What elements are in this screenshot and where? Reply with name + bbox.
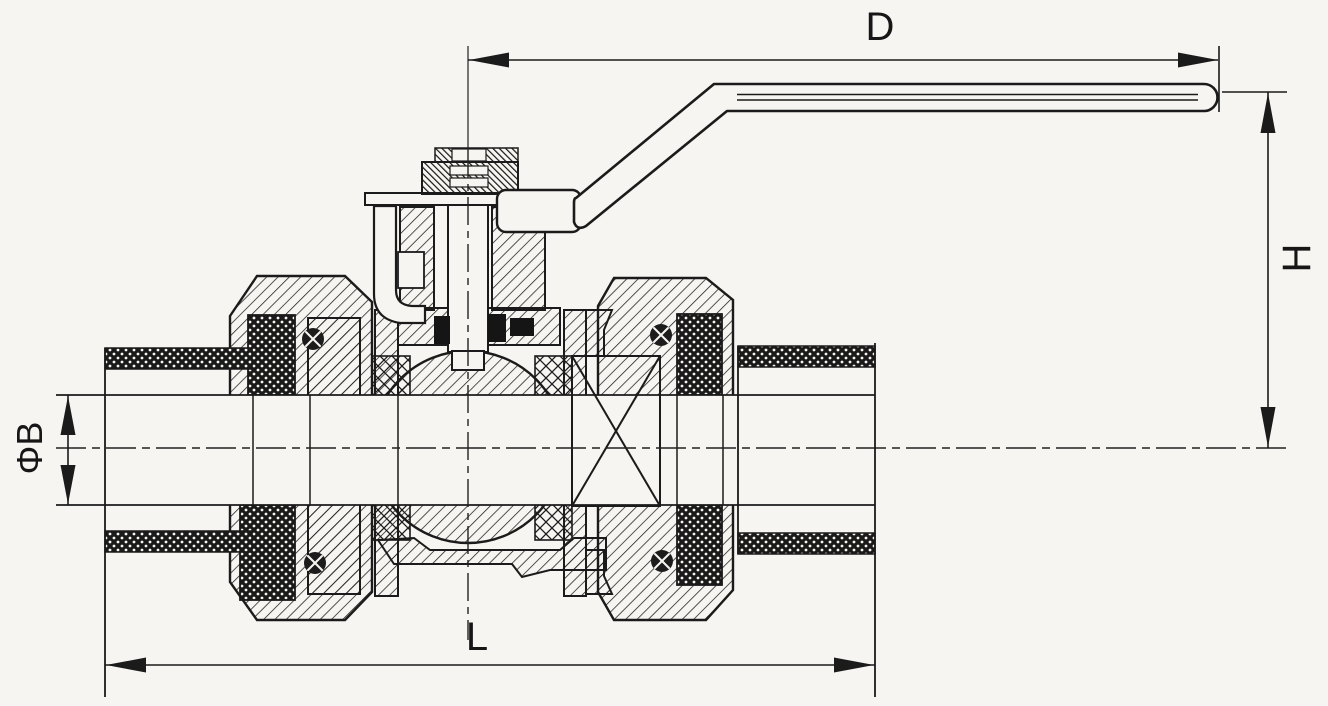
arrowhead <box>60 396 76 435</box>
dimension-h <box>1222 91 1287 448</box>
handle-base <box>495 188 583 234</box>
dimension-label-l: L <box>465 615 489 659</box>
left-pipe <box>104 347 253 553</box>
arrowhead <box>469 52 509 68</box>
right-pipe <box>737 345 876 555</box>
dimension-phi-b <box>60 395 76 505</box>
valve-handle <box>495 82 1219 234</box>
stem-seal <box>510 318 534 336</box>
handle-stop-hook <box>372 204 427 325</box>
centerlines <box>56 46 1292 640</box>
dimension-label-phi-b: ΦB <box>9 421 50 475</box>
arrowhead <box>1260 407 1276 447</box>
stem-packing-left <box>434 316 450 344</box>
stem-nut <box>421 147 519 195</box>
arrowhead <box>834 657 874 673</box>
stem-packing-right <box>488 314 506 342</box>
arrowhead <box>60 465 76 504</box>
handle-lever <box>572 82 1219 230</box>
seat-retainer-cross <box>571 355 661 507</box>
dimension-label-d: D <box>865 5 895 49</box>
dimension-label-h: H <box>1275 243 1319 273</box>
arrowhead <box>1260 93 1276 133</box>
body-bottom-wall <box>376 536 607 579</box>
arrowhead <box>106 657 146 673</box>
neck-recess <box>397 251 425 289</box>
union-tailpieces <box>239 313 723 601</box>
arrowhead <box>1178 52 1218 68</box>
dimension-d <box>468 46 1220 112</box>
flow-bore <box>56 346 875 554</box>
dimension-l <box>104 343 876 697</box>
o-ring-seals <box>302 324 673 574</box>
